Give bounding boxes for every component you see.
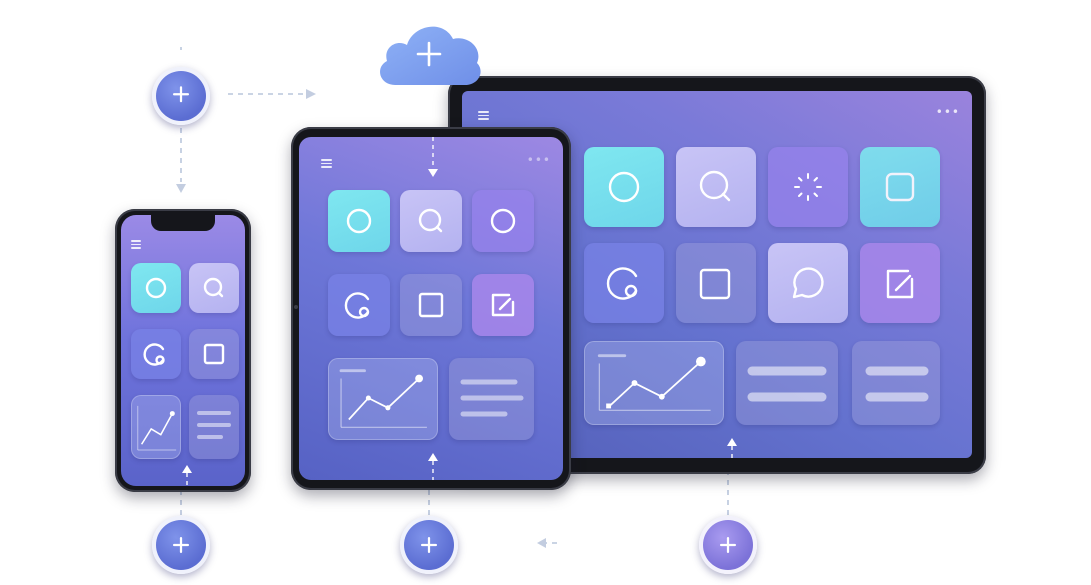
small-tablet-screen: ••• bbox=[299, 137, 563, 480]
tile-line-chart[interactable] bbox=[328, 358, 438, 440]
tile-square[interactable] bbox=[860, 147, 940, 227]
camera-dot bbox=[294, 305, 298, 309]
square-icon bbox=[885, 172, 915, 202]
circle-icon bbox=[346, 208, 372, 234]
tile-chat[interactable] bbox=[768, 243, 848, 323]
phone bbox=[115, 209, 251, 492]
square-icon bbox=[699, 268, 731, 300]
hamburger-menu-icon[interactable] bbox=[321, 159, 332, 168]
hamburger-menu-icon[interactable] bbox=[478, 111, 489, 120]
refresh-icon bbox=[606, 267, 638, 300]
search-icon bbox=[699, 170, 731, 202]
refresh-icon bbox=[143, 343, 165, 366]
arrow-right-icon bbox=[306, 89, 316, 99]
refresh-icon bbox=[344, 292, 370, 319]
edit-note-icon bbox=[491, 293, 515, 317]
tile-text-lines[interactable] bbox=[736, 341, 838, 425]
line-chart-icon bbox=[597, 354, 711, 411]
tile-square[interactable] bbox=[400, 274, 462, 336]
tile-circle[interactable] bbox=[328, 190, 390, 252]
tile-text-lines[interactable] bbox=[189, 395, 239, 459]
add-button-phone[interactable] bbox=[152, 516, 210, 574]
arrow-down-icon bbox=[176, 184, 186, 193]
text-lines-icon bbox=[747, 366, 827, 402]
square-icon bbox=[203, 343, 225, 365]
plus-icon bbox=[420, 536, 438, 554]
search-icon bbox=[418, 208, 443, 233]
text-lines-icon bbox=[865, 366, 929, 402]
tile-line-chart[interactable] bbox=[584, 341, 724, 425]
tile-refresh[interactable] bbox=[131, 329, 181, 379]
line-chart-icon bbox=[339, 369, 427, 428]
upload-arrow-icon bbox=[428, 453, 438, 480]
tile-text-lines[interactable] bbox=[449, 358, 534, 440]
download-arrow-icon bbox=[428, 137, 438, 177]
tile-search[interactable] bbox=[189, 263, 239, 313]
upload-arrow-icon bbox=[182, 465, 192, 486]
tile-circle-2[interactable] bbox=[472, 190, 534, 252]
plus-icon bbox=[719, 536, 737, 554]
upload-arrow-icon bbox=[727, 438, 737, 458]
small-tablet: ••• bbox=[291, 127, 571, 490]
loading-spinner-icon bbox=[794, 173, 822, 201]
circle-icon bbox=[145, 277, 167, 299]
circle-icon bbox=[608, 171, 640, 203]
chat-bubble-icon bbox=[792, 267, 824, 299]
phone-notch bbox=[151, 215, 215, 231]
more-dots-icon[interactable]: ••• bbox=[935, 105, 960, 119]
plus-icon bbox=[172, 86, 190, 103]
circle-icon bbox=[490, 208, 516, 234]
arrow-left-icon bbox=[537, 538, 546, 548]
tile-circle[interactable] bbox=[584, 147, 664, 227]
tile-refresh[interactable] bbox=[584, 243, 664, 323]
search-icon bbox=[203, 277, 224, 298]
tile-edit[interactable] bbox=[860, 243, 940, 323]
text-lines-icon bbox=[197, 411, 231, 439]
add-button-large-tablet[interactable] bbox=[699, 516, 757, 574]
phone-screen bbox=[121, 215, 245, 486]
hamburger-menu-icon[interactable] bbox=[131, 240, 141, 249]
tile-search[interactable] bbox=[676, 147, 756, 227]
tile-refresh[interactable] bbox=[328, 274, 390, 336]
more-dots-icon[interactable]: ••• bbox=[526, 153, 551, 167]
square-icon bbox=[418, 292, 444, 318]
tile-square-2[interactable] bbox=[676, 243, 756, 323]
cloud-plus-icon[interactable] bbox=[373, 15, 485, 87]
tile-edit[interactable] bbox=[472, 274, 534, 336]
add-button-small-tablet[interactable] bbox=[400, 516, 458, 574]
line-chart-icon bbox=[137, 405, 177, 451]
tile-loading[interactable] bbox=[768, 147, 848, 227]
tile-text-lines-2[interactable] bbox=[852, 341, 940, 425]
tile-circle[interactable] bbox=[131, 263, 181, 313]
tile-search[interactable] bbox=[400, 190, 462, 252]
edit-note-icon bbox=[886, 269, 914, 299]
plus-icon bbox=[172, 536, 190, 554]
text-lines-icon bbox=[460, 379, 524, 417]
tile-square[interactable] bbox=[189, 329, 239, 379]
tile-line-chart[interactable] bbox=[131, 395, 181, 459]
add-button-top[interactable] bbox=[152, 67, 210, 125]
